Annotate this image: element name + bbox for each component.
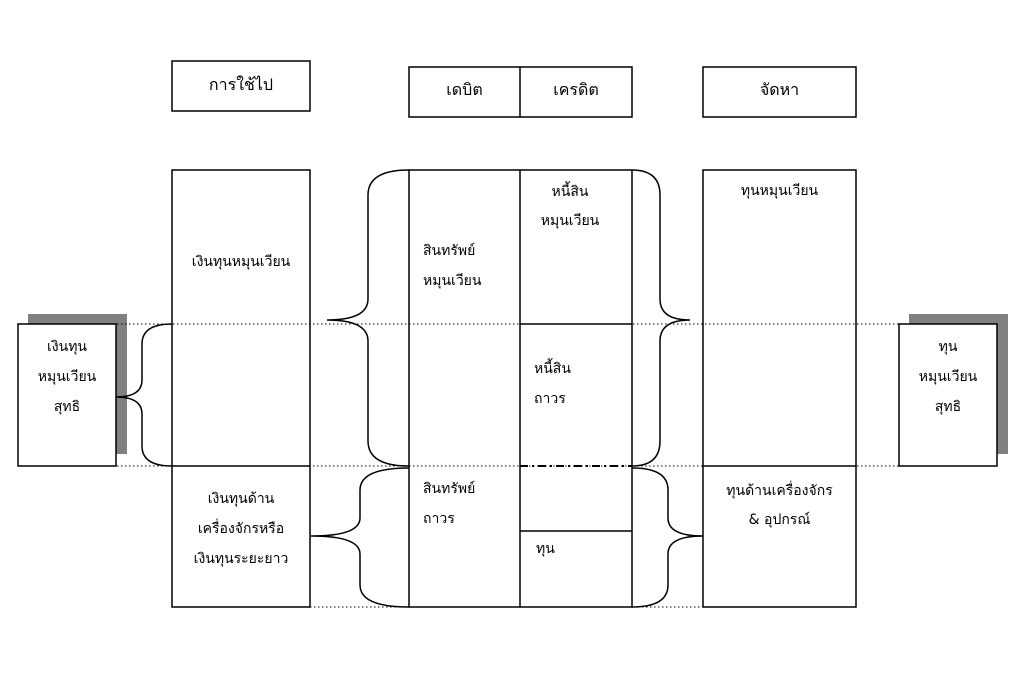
credit-current-liabilities-line-1: หนี้สิน xyxy=(551,184,589,200)
brace-net-working-capital xyxy=(115,323,173,467)
debit-fixed-assets-line-2: ถาวร xyxy=(423,511,455,527)
brace-current-assets xyxy=(326,169,410,467)
header-sources-box xyxy=(702,66,857,118)
left-net-working-capital-box xyxy=(17,323,117,467)
sources-machinery-line-2: & อุปกรณ์ xyxy=(748,512,811,528)
sources-machinery-line-1: ทุนด้านเครื่องจักร xyxy=(726,483,833,499)
uses-column xyxy=(171,169,311,608)
right-box-line-1: ทุน xyxy=(938,339,958,355)
sources-working-capital-label: ทุนหมุนเวียน xyxy=(740,183,819,199)
brace-fixed-assets xyxy=(310,467,410,608)
debit-current-assets-line-1: สินทรัพย์ xyxy=(423,243,476,259)
sources-column xyxy=(702,169,857,608)
header-debit-label: เดบิต xyxy=(446,80,483,99)
header-credit-label: เครดิต xyxy=(553,80,599,99)
brace-current-liabilities xyxy=(631,169,691,467)
credit-long-term-liabilities-line-2: ถาวร xyxy=(534,391,566,407)
right-net-working-capital-box xyxy=(898,323,998,467)
left-box-line-2: หมุนเวียน xyxy=(37,369,97,385)
header-sources-label: จัดหา xyxy=(759,80,800,99)
brace-long-term-sources xyxy=(631,467,704,608)
debit-fixed-assets-line-1: สินทรัพย์ xyxy=(423,481,476,497)
header-uses-label: การใช้ไป xyxy=(208,75,274,94)
right-box-line-2: หมุนเวียน xyxy=(918,369,978,385)
header-uses-box xyxy=(171,60,311,112)
debit-current-assets-line-2: หมุนเวียน xyxy=(423,273,482,289)
right-box-line-3: สุทธิ xyxy=(934,399,962,415)
uses-long-term-line-3: เงินทุนระยะยาว xyxy=(193,551,289,567)
credit-long-term-liabilities-line-1: หนี้สิน xyxy=(534,361,571,377)
uses-working-capital-label: เงินทุนหมุนเวียน xyxy=(191,254,291,270)
left-box-line-1: เงินทุน xyxy=(47,339,87,355)
left-box-line-3: สุทธิ xyxy=(53,399,81,415)
uses-long-term-line-1: เงินทุนด้าน xyxy=(207,491,275,507)
credit-current-liabilities-line-2: หมุนเวียน xyxy=(540,213,600,229)
uses-long-term-line-2: เครื่องจักรหรือ xyxy=(197,521,285,537)
credit-equity-label: ทุน xyxy=(536,541,555,557)
